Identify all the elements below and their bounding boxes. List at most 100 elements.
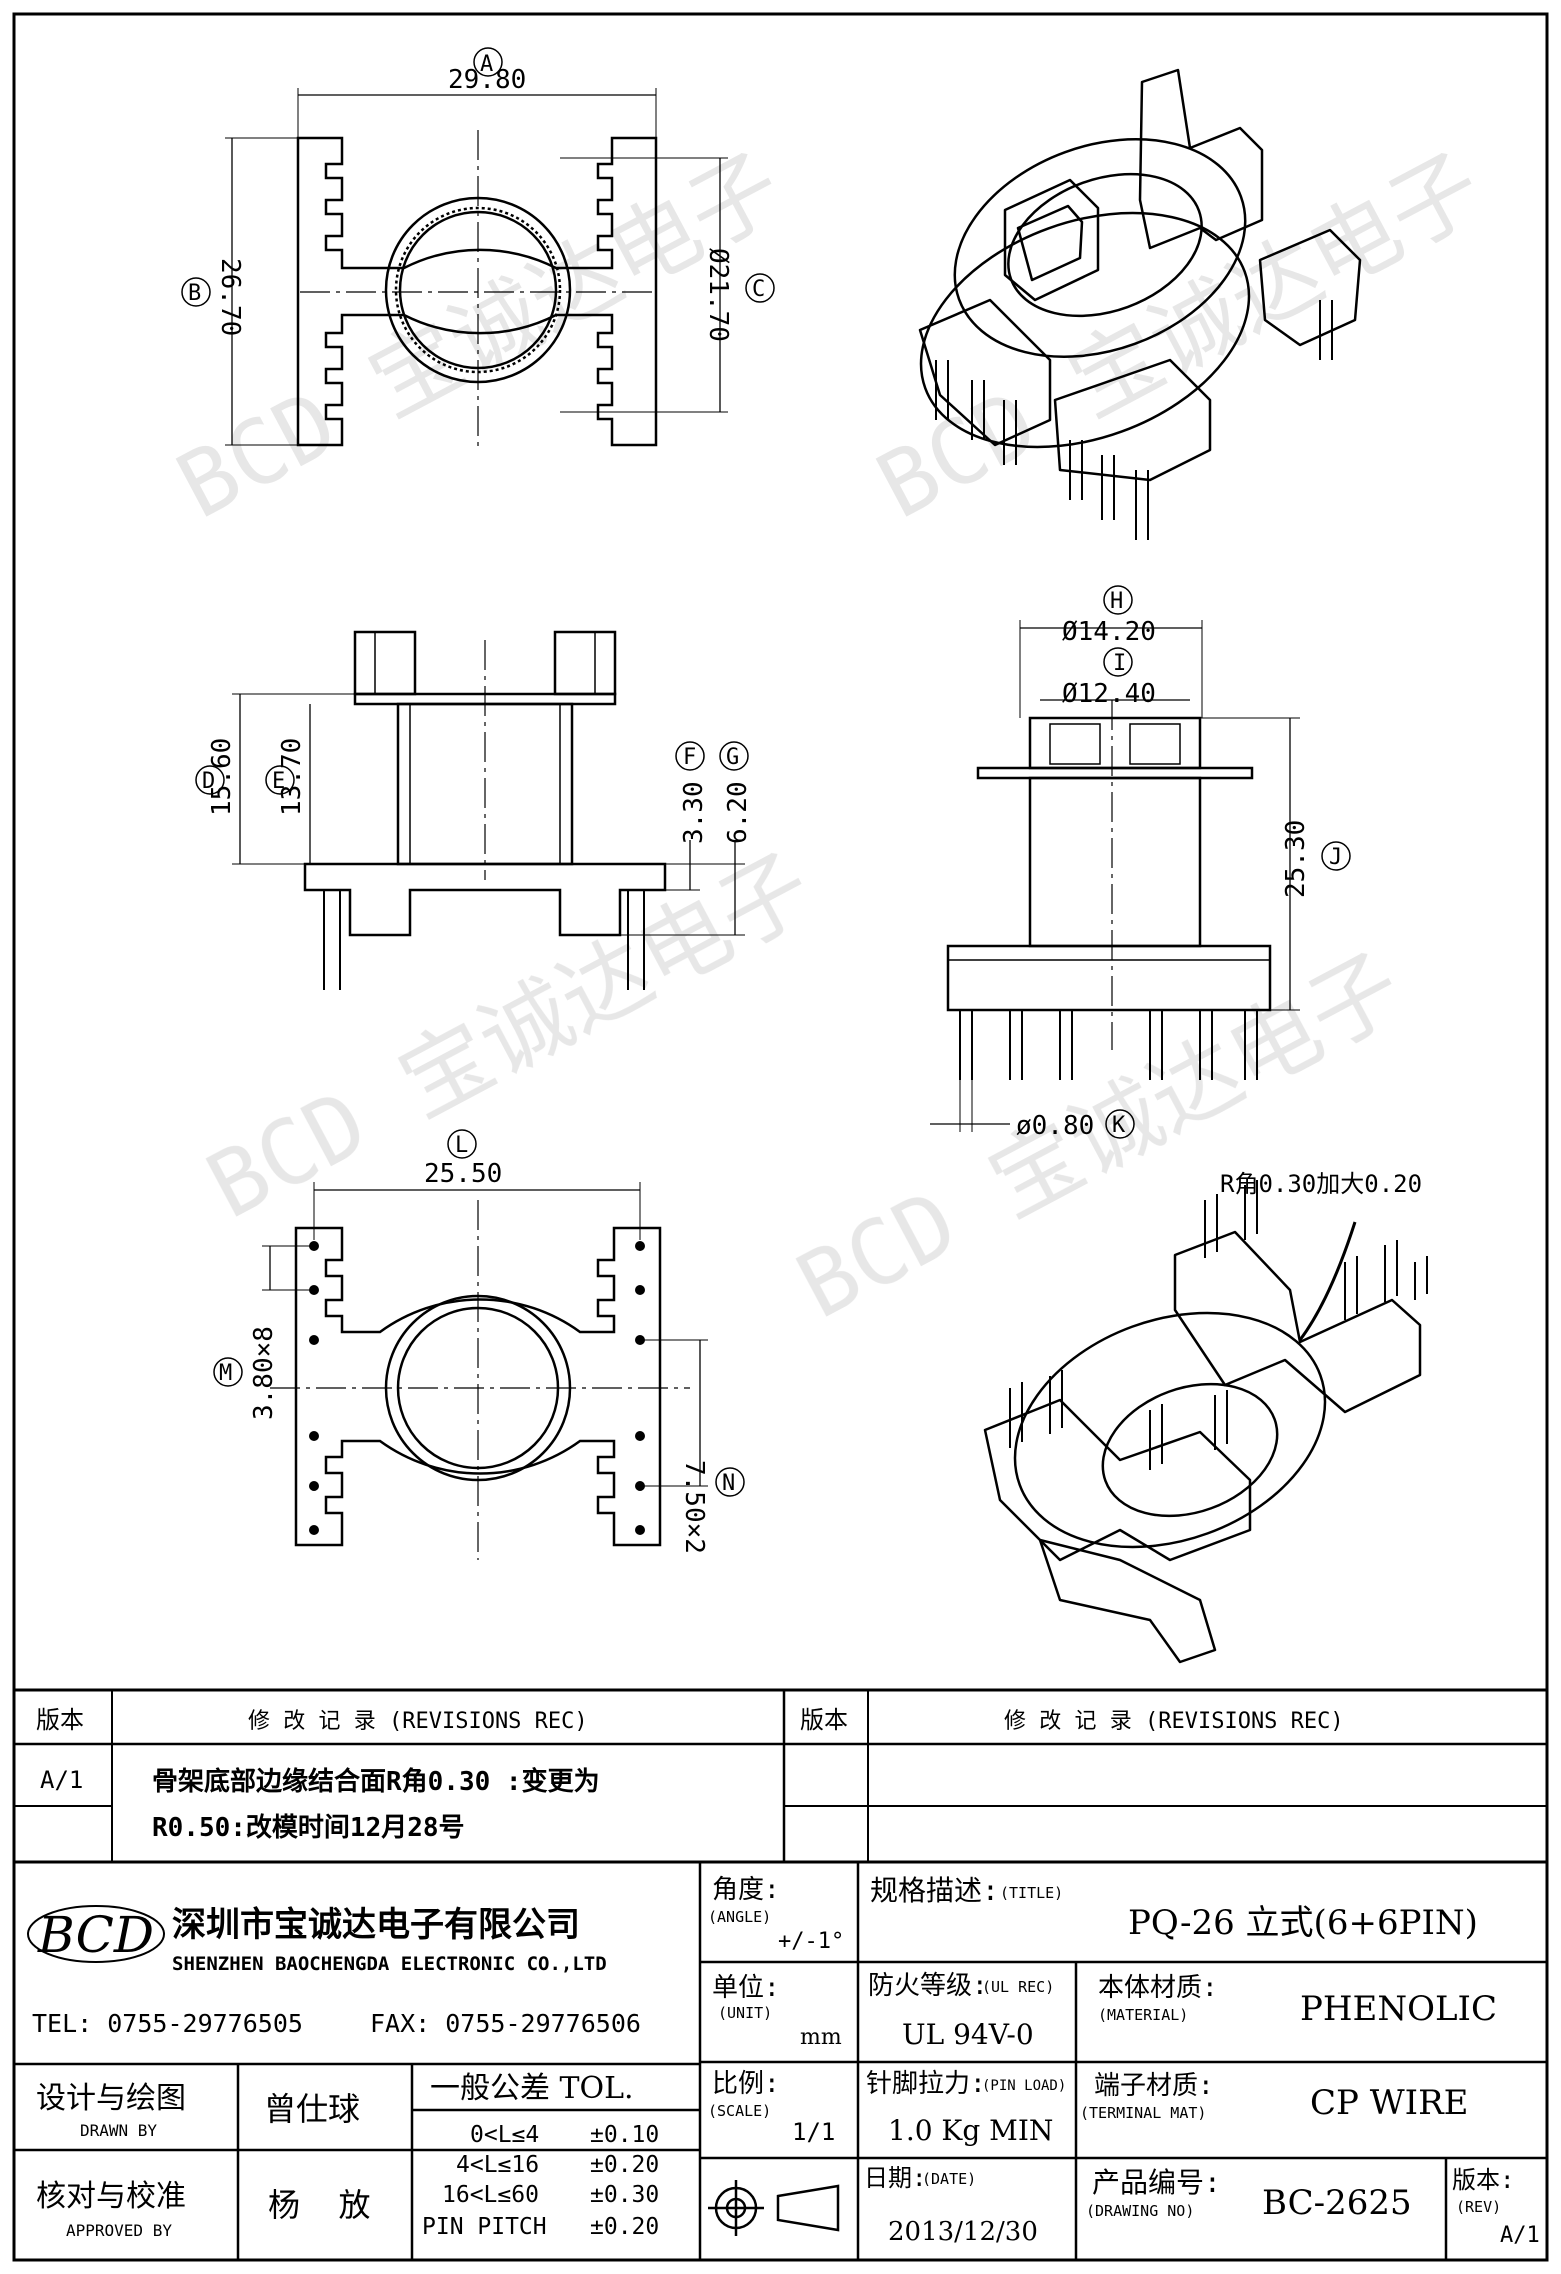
rev-label: 版本: — [1452, 2166, 1514, 2194]
tol-range-1: 4<L≤16 — [456, 2152, 539, 2178]
side-top-flange — [976, 766, 1254, 780]
side-top-block — [1028, 716, 1202, 770]
balloon-h-letter: H — [1110, 589, 1123, 614]
iso-note: R角0.30加大0.20 — [1220, 1170, 1422, 1198]
front-top-tab-left — [353, 630, 417, 696]
iso1-pins — [935, 300, 1333, 540]
dim-c-value: Ø21.70 — [703, 248, 733, 342]
front-view — [232, 630, 745, 990]
terminal-label-en: (TERMINAL MAT) — [1080, 2104, 1206, 2122]
unit-label-en: (UNIT) — [718, 2004, 772, 2022]
ul-label: 防火等级: — [868, 1971, 988, 2001]
iso2-top-rail — [1173, 1230, 1422, 1414]
projection-symbol-icon — [708, 2180, 840, 2236]
balloon-g — [719, 741, 749, 771]
iso1-far-base — [1258, 228, 1362, 347]
iso1-right-base — [1053, 358, 1212, 482]
material-label: 本体材质: — [1098, 1973, 1218, 2003]
dim-e-value: 13.70 — [277, 738, 307, 816]
front-view-labels: D 15.60 E 13.70 F 3.30 G 6.20 — [195, 738, 753, 844]
terminal-value: CP WIRE — [1310, 2083, 1469, 2123]
iso-view-top — [918, 68, 1362, 540]
company-logo: BCD — [27, 1905, 165, 1964]
balloon-m-letter: M — [219, 1361, 232, 1386]
balloon-j-letter: J — [1329, 845, 1342, 870]
iso1-front-base — [918, 298, 1052, 447]
title-block-left: 设计与绘图 DRAWN BY 曾仕球 核对与校准 APPROVED BY 杨 放… — [36, 2071, 659, 2240]
company-fax: FAX: 0755-29776506 — [370, 2009, 641, 2038]
dim-k-value: ø0.80 — [1016, 1111, 1094, 1141]
top-view-labels: A 29.80 B 26.70 C Ø21.70 — [181, 47, 775, 342]
side-base — [946, 944, 1272, 1012]
pin-load-label: 针脚拉力: — [866, 2069, 986, 2099]
angle-value: +/-1° — [778, 1929, 844, 1954]
balloon-a-letter: A — [480, 52, 493, 77]
title-block-grid — [12, 1860, 1549, 2262]
drawing-no-value: BC-2625 — [1262, 2183, 1412, 2223]
balloon-e — [265, 765, 295, 795]
side-pins — [959, 1010, 1258, 1080]
balloon-n — [715, 1467, 745, 1497]
tol-value-0: ±0.10 — [590, 2122, 659, 2148]
balloon-f — [675, 741, 705, 771]
date-label: 日期: — [864, 2164, 926, 2192]
balloon-e-letter: E — [272, 769, 285, 794]
bottom-view — [262, 1182, 708, 1560]
side-view — [930, 620, 1300, 1132]
material-value: PHENOLIC — [1300, 1989, 1497, 2029]
scale-label-en: (SCALE) — [708, 2102, 771, 2120]
company-tel: TEL: 0755-29776505 — [32, 2009, 303, 2038]
angle-label-en: (ANGLE) — [708, 1908, 771, 1926]
iso1-bottom-flange — [919, 211, 1251, 449]
title-value: PQ-26 立式(6+6PIN) — [1128, 1903, 1478, 1943]
title-label: 规格描述: — [870, 1874, 999, 1907]
balloon-n-letter: N — [722, 1471, 735, 1496]
balloon-d-letter: D — [202, 769, 215, 794]
iso2-pins — [1009, 1180, 1428, 1470]
rev-col-version: 版本 — [36, 1706, 84, 1734]
front-pin-left — [323, 890, 341, 990]
tol-range-3: PIN PITCH — [422, 2214, 547, 2240]
dim-l-value: 25.50 — [424, 1159, 502, 1189]
dim-g-value: 6.20 — [723, 781, 753, 844]
company-logo-text: BCD — [37, 1906, 154, 1964]
dim-j-value: 25.30 — [1281, 820, 1311, 898]
iso1-right-block — [1138, 68, 1264, 250]
balloon-h — [1103, 585, 1133, 615]
date-label-en: (DATE) — [922, 2170, 976, 2188]
balloon-j — [1321, 841, 1351, 871]
pin-load-label-en: (PIN LOAD) — [982, 2078, 1066, 2094]
balloon-b — [181, 277, 211, 307]
bottom-pin-holes — [309, 1241, 645, 1535]
iso2-leader-wire — [1298, 1221, 1357, 1341]
approved-value: 杨 放 — [268, 2186, 371, 2224]
rev-col-record: 修 改 记 录 (REVISIONS REC) — [248, 1709, 588, 1734]
company-name-en: SHENZHEN BAOCHENGDA ELECTRONIC CO.,LTD — [172, 1953, 607, 1975]
drawn-label: 设计与绘图 — [36, 2081, 186, 2116]
watermark-text-3: BCD 宝诚达电子 — [191, 834, 829, 1240]
rev-entry-version: A/1 — [40, 1766, 83, 1794]
iso-view-bottom — [983, 1180, 1428, 1664]
terminal-label: 端子材质: — [1094, 2071, 1214, 2101]
date-value: 2013/12/30 — [888, 2217, 1038, 2247]
balloon-l — [447, 1129, 477, 1159]
approved-label-en: APPROVED BY — [66, 2221, 172, 2240]
unit-label: 单位: — [712, 1973, 780, 2003]
revision-table-text: 版本 修 改 记 录 (REVISIONS REC) 版本 修 改 记 录 (R… — [36, 1706, 1344, 1843]
side-view-labels: H Ø14.20 I Ø12.40 J 25.30 ø0.80 K — [1016, 585, 1351, 1141]
material-label-en: (MATERIAL) — [1098, 2006, 1188, 2024]
balloon-d — [195, 765, 225, 795]
approved-label: 核对与校准 — [36, 2179, 186, 2214]
tol-range-0: 0<L≤4 — [470, 2122, 539, 2148]
tol-value-3: ±0.20 — [590, 2214, 659, 2240]
side-top-block-left-window — [1049, 723, 1101, 765]
rev-col-record-2: 修 改 记 录 (REVISIONS REC) — [1004, 1709, 1344, 1734]
rev-col-version-2: 版本 — [800, 1706, 848, 1734]
watermark-text-2: BCD 宝诚达电子 — [861, 134, 1499, 540]
rev-value: A/1 — [1500, 2223, 1540, 2248]
balloon-l-letter: L — [455, 1133, 468, 1158]
tol-title: 一般公差 TOL. — [430, 2071, 634, 2106]
iso2-left-rail — [983, 1398, 1252, 1562]
balloon-m — [213, 1357, 243, 1387]
balloon-f-letter: F — [683, 745, 696, 770]
